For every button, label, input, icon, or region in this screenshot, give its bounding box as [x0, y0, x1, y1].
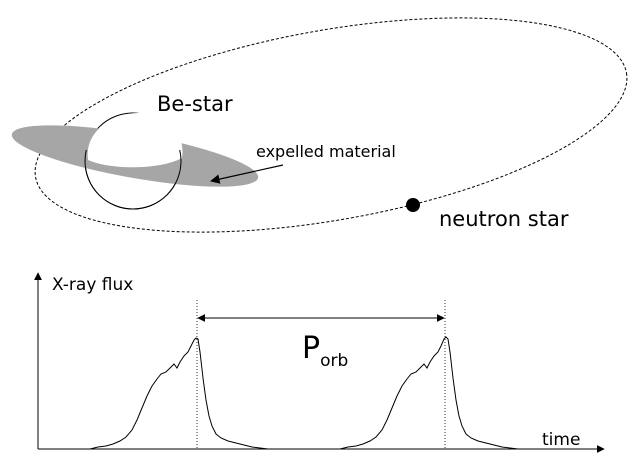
orbit-path: [34, 17, 628, 233]
xray-light-curve: [89, 336, 519, 450]
expelled-material-label: expelled material: [256, 142, 396, 161]
neutron-star-label: neutron star: [439, 207, 569, 231]
be-star-label: Be-star: [157, 92, 233, 116]
be-star-highlight: [87, 112, 183, 168]
orbital-period-symbol: P: [302, 331, 320, 366]
y-axis-label: X-ray flux: [52, 275, 133, 295]
be-star-front-edge: [84, 150, 182, 210]
orbital-period-label: Porb: [302, 331, 348, 371]
expelled-material-pointer: [210, 164, 284, 184]
x-axis-label: time: [542, 430, 580, 450]
orbital-period-subscript: orb: [320, 351, 348, 371]
neutron-star: [406, 198, 420, 212]
